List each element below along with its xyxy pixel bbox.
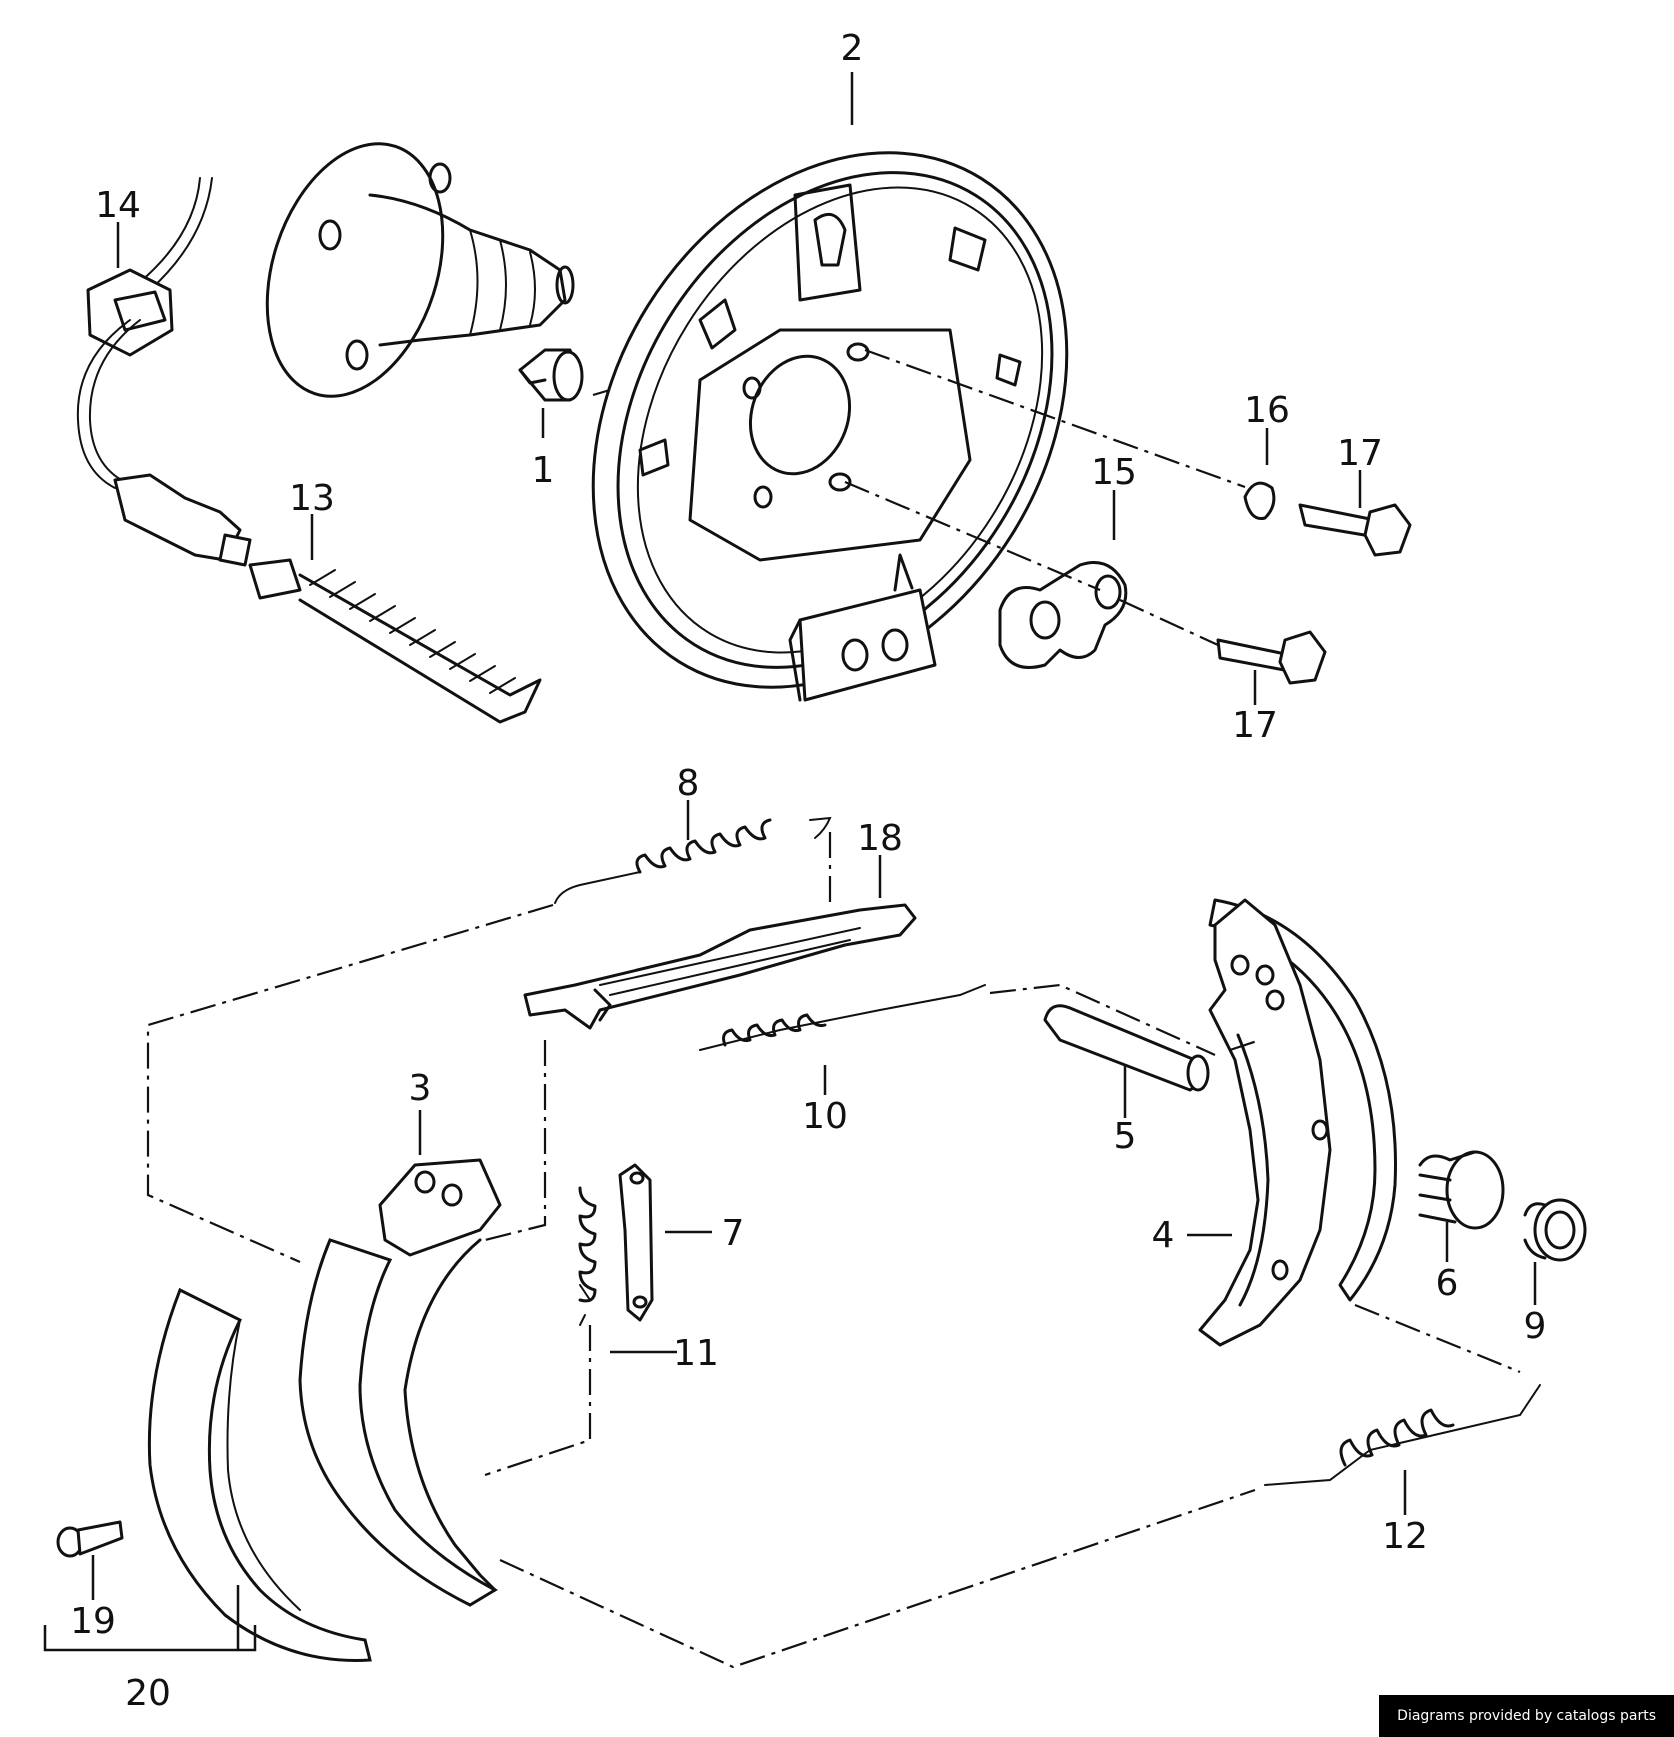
label-part-7: 7 bbox=[722, 1213, 745, 1254]
label-part-8: 8 bbox=[677, 763, 700, 804]
label-part-6: 6 bbox=[1436, 1263, 1459, 1304]
label-part-11: 11 bbox=[673, 1333, 719, 1374]
label-part-3: 3 bbox=[409, 1068, 432, 1109]
label-part-17-upper: 17 bbox=[1337, 433, 1383, 474]
assembly-connector-lines bbox=[146, 348, 1521, 1669]
label-part-15: 15 bbox=[1091, 452, 1137, 493]
retainer-and-bolts-drawing bbox=[998, 481, 1412, 685]
label-leaders bbox=[43, 72, 1537, 1652]
label-part-14: 14 bbox=[95, 185, 141, 226]
label-part-17-lower: 17 bbox=[1232, 705, 1278, 746]
brake-shoe-right-drawing bbox=[1198, 898, 1397, 1347]
label-part-18: 18 bbox=[857, 818, 903, 859]
label-part-13: 13 bbox=[289, 478, 335, 519]
label-part-4: 4 bbox=[1152, 1215, 1175, 1256]
rivet-drawing bbox=[56, 1520, 124, 1558]
label-part-20: 20 bbox=[125, 1673, 171, 1714]
label-part-12: 12 bbox=[1382, 1516, 1428, 1557]
grommet-drawing bbox=[518, 348, 584, 402]
springs-drawing bbox=[554, 816, 1541, 1486]
adjuster-bar-drawing bbox=[523, 903, 917, 1030]
brake-shoe-left-drawing bbox=[298, 1158, 502, 1607]
label-part-19: 19 bbox=[70, 1601, 116, 1642]
part-labels: 1 2 3 4 5 6 7 8 9 10 11 12 13 14 15 16 1… bbox=[70, 28, 1546, 1714]
brake-lining-drawing bbox=[147, 1287, 372, 1662]
backing-plate-drawing bbox=[591, 151, 1069, 702]
label-part-5: 5 bbox=[1114, 1116, 1137, 1157]
wheel-hub-drawing bbox=[265, 142, 575, 398]
label-part-1: 1 bbox=[532, 450, 555, 491]
label-part-16: 16 bbox=[1244, 390, 1290, 431]
label-part-9: 9 bbox=[1524, 1306, 1547, 1347]
parking-cable-drawing bbox=[76, 177, 542, 724]
diagram-credit: Diagrams provided by catalogs parts bbox=[1379, 1695, 1674, 1737]
label-part-10: 10 bbox=[802, 1096, 848, 1137]
hold-down-parts-drawing bbox=[618, 1004, 1587, 1322]
label-part-2: 2 bbox=[841, 28, 864, 69]
